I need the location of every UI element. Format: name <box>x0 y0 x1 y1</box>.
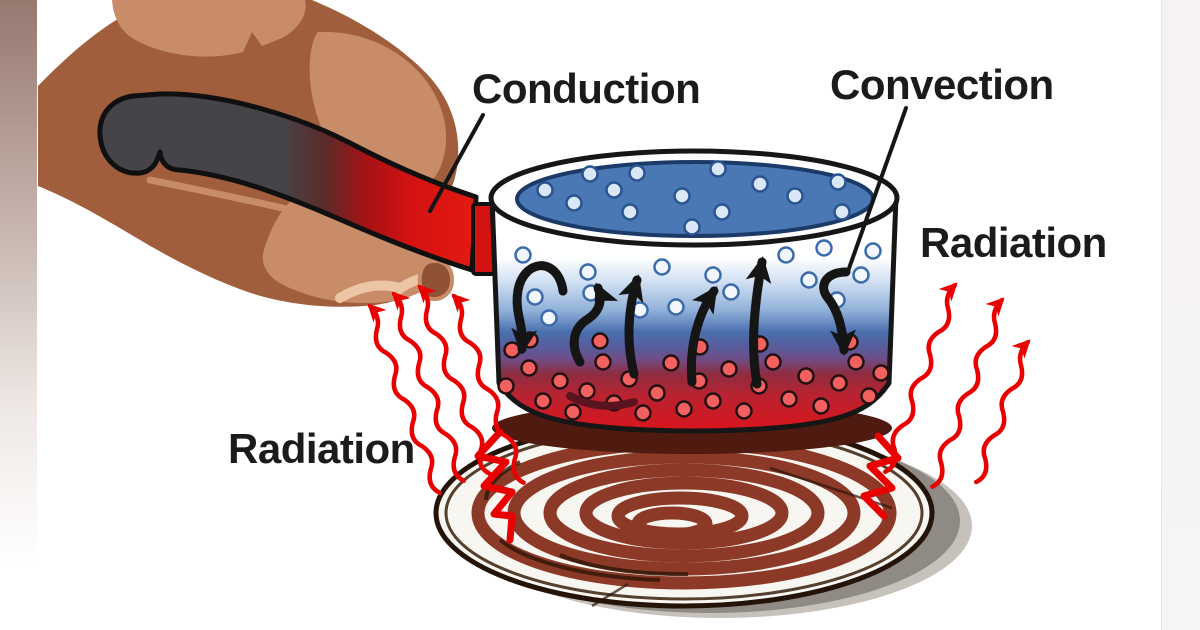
handle-band <box>97 91 479 273</box>
radiation-base-zigzag-right <box>860 432 902 520</box>
hand-highlight-top <box>112 0 306 57</box>
conduction-pointer-line <box>428 113 485 213</box>
pot <box>488 148 900 434</box>
convection-arrow-up-1 <box>618 274 644 379</box>
convection-arrow-down-left <box>511 261 568 355</box>
finger-gap-line <box>146 176 304 216</box>
stove-burner <box>433 417 972 618</box>
label-radiation-left: Radiation <box>228 425 415 472</box>
radiation-waves-left <box>364 286 529 544</box>
convection-pointer-line <box>845 106 908 276</box>
radiation-waves-right <box>860 284 1034 520</box>
bottom-swirl-shade <box>566 392 638 410</box>
label-conduction: Conduction <box>472 65 701 112</box>
coil-crack-line-2 <box>591 582 629 608</box>
rising-bubbles <box>514 239 882 327</box>
radiation-base-zigzag-left <box>474 428 516 544</box>
convection-arrow-up-2 <box>745 256 772 389</box>
convection-arrow-down-right <box>819 267 856 356</box>
convection-arrow-up-curl <box>569 282 619 367</box>
convection-arrows <box>511 256 856 389</box>
lower-fingertip <box>417 259 455 301</box>
boiling-bubbles <box>497 331 890 422</box>
convection-arrow-up-right <box>686 286 719 387</box>
left-edge-gradient-strip <box>0 0 37 630</box>
coil-shadow-streak-2 <box>559 553 689 577</box>
label-radiation-right: Radiation <box>920 219 1107 266</box>
coil-shadow-streak-1 <box>498 538 661 582</box>
right-edge-gradient-strip <box>1161 0 1200 630</box>
label-convection: Convection <box>830 61 1054 108</box>
surface-bubbles <box>536 160 851 236</box>
